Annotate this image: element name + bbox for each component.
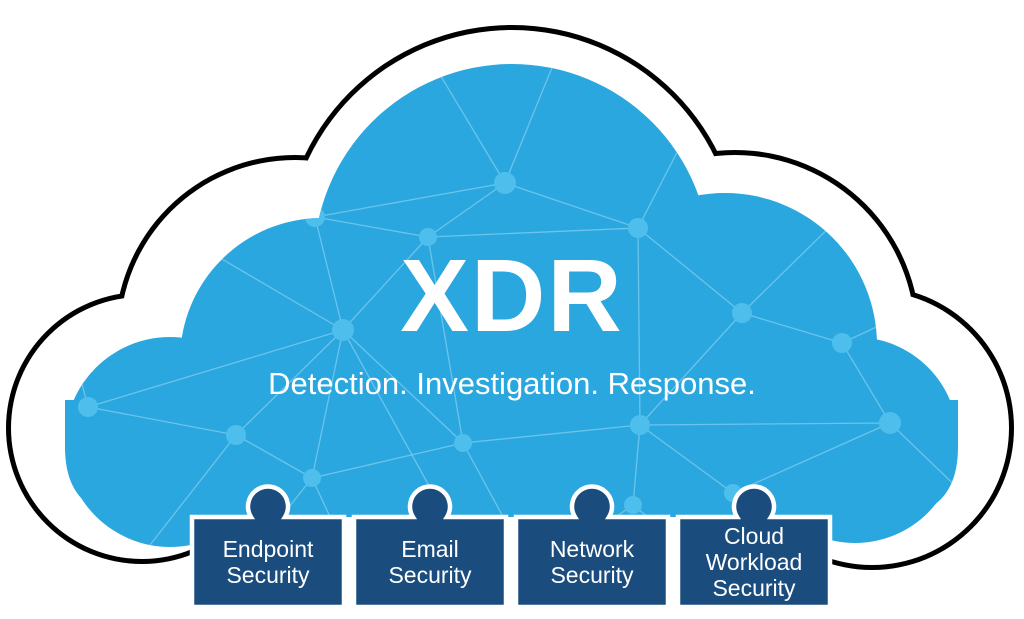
module-box-endpoint-security bbox=[189, 484, 347, 610]
module-box-email-security bbox=[351, 484, 509, 610]
network-node bbox=[832, 333, 852, 353]
network-edge bbox=[235, 329, 344, 436]
network-edge bbox=[639, 422, 891, 426]
network-edge bbox=[504, 182, 639, 229]
network-edge bbox=[311, 442, 464, 479]
network-edge bbox=[462, 424, 641, 444]
network-edge bbox=[637, 227, 743, 314]
network-edge bbox=[311, 329, 344, 479]
network-node bbox=[628, 218, 648, 238]
network-edge bbox=[741, 312, 843, 344]
network-edge bbox=[314, 182, 506, 218]
network-node bbox=[624, 496, 642, 514]
network-edge bbox=[427, 182, 506, 238]
module-label-endpoint-security: Endpoint Security bbox=[222, 536, 314, 588]
module-label-network-security: Network Security bbox=[549, 536, 635, 588]
module-box-cloud-workload-security bbox=[675, 484, 833, 610]
module-box-network-security bbox=[513, 484, 671, 610]
network-edge bbox=[342, 236, 429, 331]
network-edge bbox=[632, 424, 641, 506]
diagram-title: XDR bbox=[400, 238, 624, 353]
network-edge bbox=[639, 312, 743, 426]
network-edge bbox=[342, 329, 464, 444]
cloud-base bbox=[65, 400, 958, 517]
network-edge bbox=[87, 406, 237, 436]
network-edge bbox=[314, 216, 429, 238]
network-node bbox=[732, 303, 752, 323]
network-node bbox=[454, 434, 472, 452]
network-node bbox=[332, 319, 354, 341]
network-edge bbox=[732, 422, 891, 494]
network-edge bbox=[841, 342, 891, 424]
network-edge bbox=[235, 434, 313, 479]
network-edge bbox=[637, 227, 641, 426]
network-node bbox=[879, 412, 901, 434]
network-edge bbox=[427, 227, 639, 238]
network-edge bbox=[639, 424, 734, 494]
network-edge bbox=[87, 329, 344, 408]
network-node bbox=[630, 415, 650, 435]
network-edge bbox=[314, 216, 344, 331]
module-label-email-security: Email Security bbox=[388, 536, 472, 588]
network-node bbox=[303, 469, 321, 487]
module-shapes bbox=[189, 484, 833, 610]
network-edge bbox=[429, 64, 506, 184]
network-node bbox=[78, 397, 98, 417]
network-edge bbox=[427, 236, 464, 444]
module-label-cloud-workload-security: Cloud Workload Security bbox=[705, 523, 803, 601]
network-edge bbox=[504, 64, 561, 184]
diagram-subtitle: Detection. Investigation. Response. bbox=[268, 366, 756, 401]
network-edge bbox=[149, 434, 237, 546]
network-node bbox=[419, 228, 437, 246]
network-edge bbox=[214, 254, 344, 331]
network-node bbox=[494, 172, 516, 194]
network-node bbox=[226, 425, 246, 445]
